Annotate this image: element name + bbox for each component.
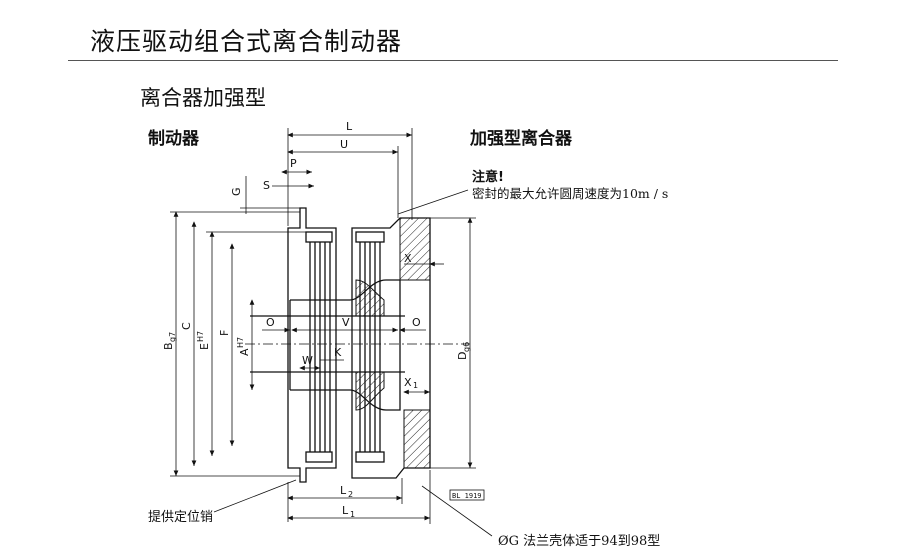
dim-Dg6-sub: g6	[462, 342, 471, 352]
page-title: 液压驱动组合式离合制动器	[90, 27, 403, 56]
dim-Dg6: D	[456, 352, 469, 360]
dim-O-left: O	[266, 316, 275, 329]
dim-E: E	[198, 343, 211, 350]
dim-O-right: O	[412, 316, 421, 329]
dim-K: K	[334, 346, 342, 359]
stamp-text: BL 1919	[452, 492, 482, 500]
dim-L2-sub: 2	[348, 490, 353, 499]
dim-C: C	[180, 322, 193, 330]
dim-W: W	[302, 354, 313, 367]
dim-S: S	[263, 179, 270, 192]
dim-A-sup: H7	[236, 337, 245, 348]
dim-X1-sub: 1	[413, 381, 418, 390]
dim-Bg7: B	[162, 342, 175, 350]
brake-housing	[287, 207, 337, 483]
clutch-label: 加强型离合器	[470, 129, 572, 149]
title-divider	[68, 60, 838, 61]
note-title: 注意!	[472, 170, 504, 185]
dim-V: V	[342, 316, 350, 329]
dim-U: U	[340, 138, 348, 151]
note-text: 密封的最大允许圆周速度为10m / s	[472, 186, 669, 201]
dim-Bg7-sub: g7	[168, 332, 177, 342]
dim-L1-sub: 1	[350, 510, 355, 519]
dim-P: P	[290, 157, 297, 170]
dim-A: A	[238, 348, 251, 356]
clutch-disc-pack	[355, 231, 385, 463]
dim-X1: X	[404, 376, 412, 389]
pin-label: 提供定位销	[148, 510, 214, 525]
brake-disc-pack	[305, 231, 333, 463]
flange-note: ØG 法兰壳体适于94到98型	[498, 534, 661, 549]
dim-L1: L	[342, 504, 349, 517]
dim-E-sup: H7	[196, 331, 205, 342]
dim-F: F	[218, 330, 231, 336]
dim-L2: L	[340, 484, 347, 497]
dim-G: G	[230, 187, 243, 196]
brake-label: 制动器	[148, 129, 199, 149]
dim-X: X	[404, 252, 412, 265]
stamp-box	[449, 489, 485, 501]
section-subtitle: 离合器加强型	[140, 86, 266, 110]
dim-L: L	[346, 120, 353, 133]
